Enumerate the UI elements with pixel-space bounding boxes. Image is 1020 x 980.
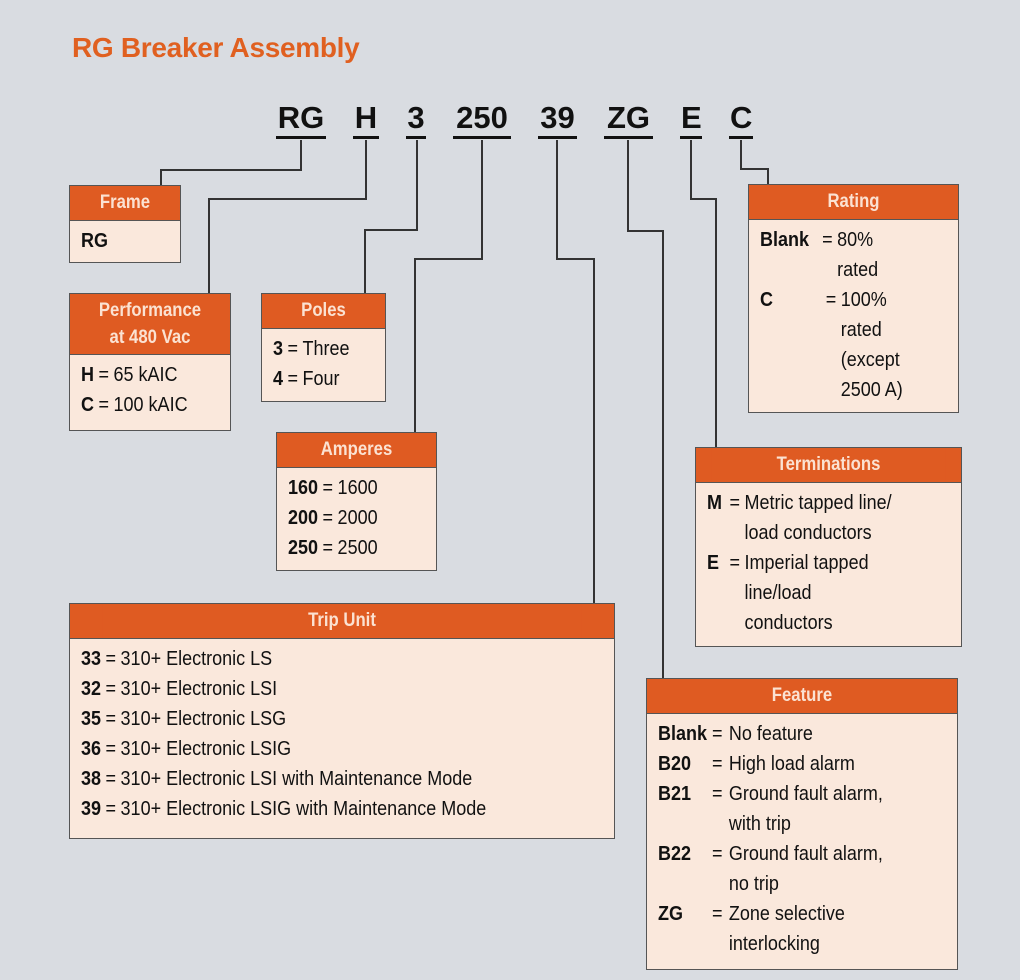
diagram-title: RG Breaker Assembly <box>72 32 360 63</box>
code-segment-poles: 3 <box>406 100 426 139</box>
feature-row: B22=Ground fault alarm, no trip <box>658 843 883 895</box>
trip-unit-row: 35=310+ Electronic LSG <box>81 708 287 730</box>
feature-row: B21=Ground fault alarm, with trip <box>658 783 883 835</box>
amperes-row: 250=2500 <box>288 537 378 559</box>
connector-performance <box>208 140 367 294</box>
rating-row: C=100% rated (except 2500 A) <box>760 289 903 401</box>
terminations-row: E=Imperial tapped line/load conductors <box>707 552 869 634</box>
performance-row: C=100 kAIC <box>81 394 188 416</box>
amperes-box: Amperes 160=1600 200=2000 250=2500 <box>276 432 437 571</box>
frame-row: RG <box>81 230 108 252</box>
code-segment-feature: ZG <box>604 100 653 139</box>
amperes-row: 160=1600 <box>288 477 378 499</box>
trip-unit-row: 32=310+ Electronic LSI <box>81 678 278 700</box>
poles-box: Poles 3=Three 4=Four <box>261 293 386 402</box>
poles-row: 3=Three <box>273 338 350 360</box>
code-segment-performance: H <box>353 100 379 139</box>
rating-box: Rating Blank=80% rated C=100% rated (exc… <box>748 184 959 413</box>
code-segment-terminations: E <box>680 100 702 139</box>
frame-box-title: Frame <box>76 186 174 220</box>
frame-box: Frame RG <box>69 185 181 263</box>
trip-unit-box: Trip Unit 33=310+ Electronic LS 32=310+ … <box>69 603 615 839</box>
feature-row: B20=High load alarm <box>658 753 855 775</box>
connector-poles <box>364 140 418 294</box>
poles-row: 4=Four <box>273 368 340 390</box>
rating-box-title: Rating <box>761 185 946 219</box>
code-segment-frame: RG <box>276 100 326 139</box>
connector-frame <box>160 140 302 186</box>
terminations-row: M=Metric tapped line/ load conductors <box>707 492 892 544</box>
trip-unit-box-title: Trip Unit <box>102 604 582 638</box>
poles-box-title: Poles <box>269 294 378 328</box>
feature-row: Blank=No feature <box>658 723 813 745</box>
feature-box: Feature Blank=No feature B20=High load a… <box>646 678 958 970</box>
connector-amperes <box>414 140 483 433</box>
trip-unit-row: 39=310+ Electronic LSIG with Maintenance… <box>81 798 487 820</box>
trip-unit-row: 36=310+ Electronic LSIG <box>81 738 292 760</box>
performance-box: Performance at 480 Vac H=65 kAIC C=100 k… <box>69 293 231 431</box>
connector-trip-unit <box>556 140 595 603</box>
code-segment-amperes: 250 <box>453 100 511 139</box>
connector-terminations <box>690 140 717 448</box>
performance-row: H=65 kAIC <box>81 364 178 386</box>
code-segment-rating: C <box>729 100 753 139</box>
code-segment-trip-unit: 39 <box>538 100 577 139</box>
feature-row: ZG=Zone selective interlocking <box>658 903 845 955</box>
amperes-row: 200=2000 <box>288 507 378 529</box>
trip-unit-row: 38=310+ Electronic LSI with Maintenance … <box>81 768 473 790</box>
terminations-box-title: Terminations <box>711 448 946 482</box>
connector-rating <box>740 140 769 185</box>
connector-feature <box>627 140 664 678</box>
feature-box-title: Feature <box>665 679 939 713</box>
performance-box-title: Performance at 480 Vac <box>79 294 221 354</box>
terminations-box: Terminations M=Metric tapped line/ load … <box>695 447 962 647</box>
amperes-box-title: Amperes <box>286 433 427 467</box>
trip-unit-row: 33=310+ Electronic LS <box>81 648 273 670</box>
rating-row: Blank=80% rated <box>760 229 879 281</box>
